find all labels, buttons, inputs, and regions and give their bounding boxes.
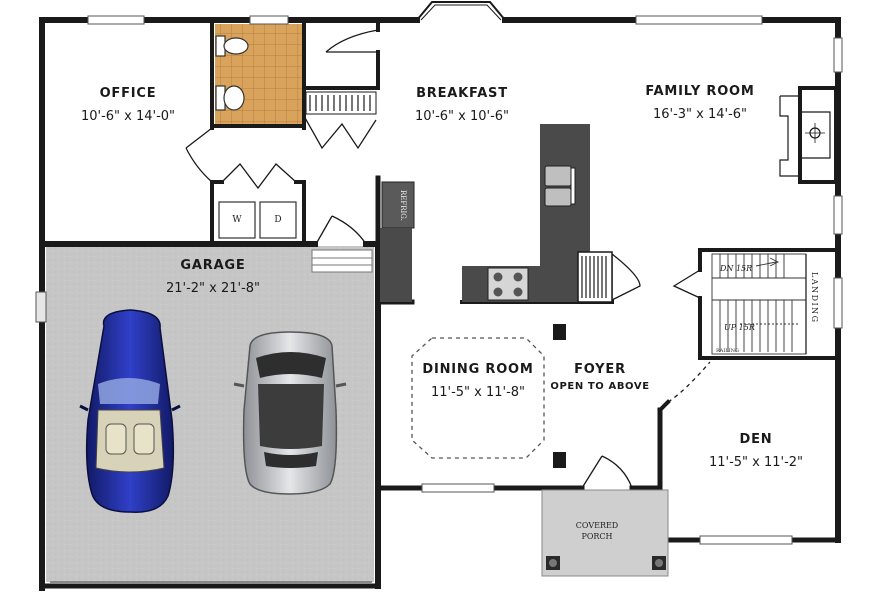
room-dimensions: 10'-6" x 14'-0": [80, 109, 176, 124]
room-name: GARAGE: [180, 258, 246, 273]
railing-label: RAILING: [716, 348, 739, 354]
covered-porch: [541, 489, 669, 577]
room-name: FOYER: [574, 362, 626, 377]
breakfast-label: BREAKFAST 10'-6" x 10'-6": [402, 86, 522, 124]
washer-label: W: [232, 215, 242, 225]
room-dimensions: 21'-2" x 21'-8": [165, 281, 261, 296]
column-post: [553, 324, 566, 340]
foyer-label: FOYER OPEN TO ABOVE: [548, 362, 652, 392]
windows: [35, 15, 843, 545]
stairs-down-label: DN 15R: [719, 264, 752, 273]
fireplace: [779, 95, 831, 177]
garage-steps: [311, 249, 373, 273]
refrigerator-label: REFRIG.: [399, 190, 407, 221]
kitchen-counter: [380, 228, 412, 302]
column-post: [553, 452, 566, 468]
bay-window: [416, 1, 506, 21]
room-dimensions: 16'-3" x 14'-6": [652, 107, 748, 122]
open-to-above-note: OPEN TO ABOVE: [550, 381, 650, 392]
kitchen-sink: [544, 165, 576, 207]
cooktop: [487, 267, 529, 301]
staircase: [711, 253, 807, 355]
room-name: BREAKFAST: [416, 86, 508, 101]
dining-room-label: DINING ROOM 11'-5" x 11'-8": [412, 362, 544, 400]
dryer-label: D: [274, 215, 281, 225]
pantry-shelf: [577, 251, 613, 303]
bathroom-floor: [215, 24, 302, 124]
silver-car: [233, 331, 347, 495]
room-dimensions: 11'-5" x 11'-8": [430, 385, 526, 400]
room-dimensions: 11'-5" x 11'-2": [708, 455, 804, 470]
room-name: OFFICE: [99, 86, 157, 101]
office-label: OFFICE 10'-6" x 14'-0": [70, 86, 186, 124]
den-label: DEN 11'-5" x 11'-2": [694, 432, 818, 470]
closet-shelf: [305, 91, 377, 115]
laundry-appliances: [218, 201, 297, 239]
garage-label: GARAGE 21'-2" x 21'-8": [150, 258, 276, 296]
bathroom-fixtures: [215, 35, 249, 111]
room-dimensions: 10'-6" x 10'-6": [414, 109, 510, 124]
family-room-label: FAMILY ROOM 16'-3" x 14'-6": [636, 84, 764, 122]
landing-label: LANDING: [810, 272, 819, 324]
room-name: DINING ROOM: [422, 362, 534, 377]
room-name: FAMILY ROOM: [645, 84, 755, 99]
porch-label-line1: COVERED: [576, 521, 618, 530]
stairs-up-label: UP 15R: [724, 323, 755, 332]
room-name: DEN: [739, 432, 773, 447]
refrigerator: [381, 181, 415, 229]
blue-car: [79, 309, 181, 513]
porch-label-line2: PORCH: [581, 532, 612, 541]
